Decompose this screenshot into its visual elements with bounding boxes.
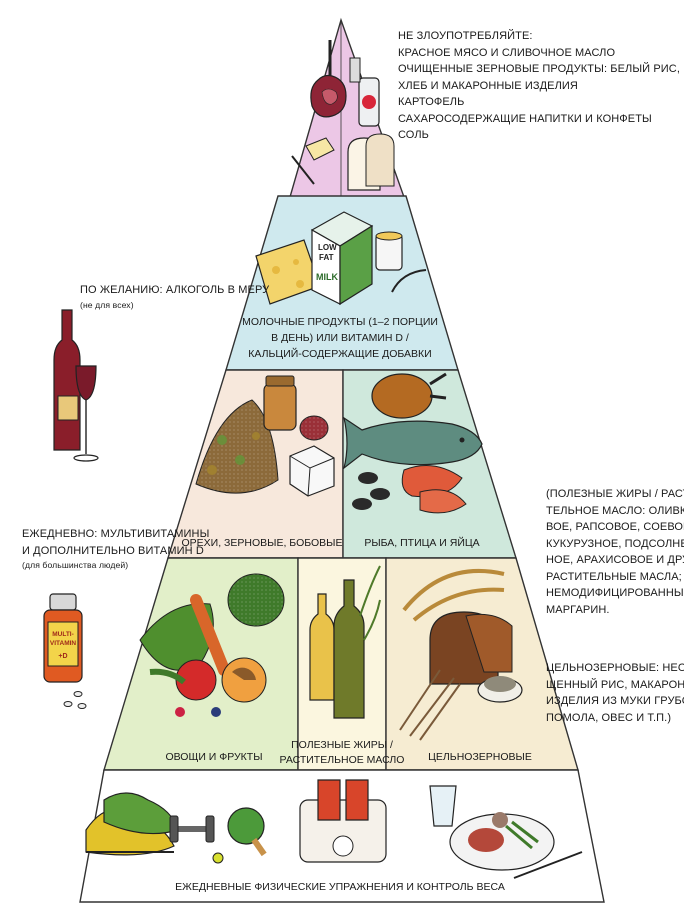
- fats-note: (ПОЛЕЗНЫЕ ЖИРЫ / РАСТИ- ТЕЛЬНОЕ МАСЛО: О…: [546, 486, 684, 618]
- veg-label: ОВОЩИ И ФРУКТЫ: [165, 751, 262, 763]
- top-note-line: КАРТОФЕЛЬ: [398, 94, 680, 111]
- tofu-icon: [290, 446, 334, 496]
- milk-word-text: MILK: [316, 272, 338, 282]
- fats-note-line: КУКУРУЗНОЕ, ПОДСОЛНЕЧ-: [546, 536, 684, 553]
- top-note-heading: НЕ ЗЛОУПОТРЕБЛЯЙТЕ:: [398, 28, 680, 45]
- peanut-butter-jar-icon: [264, 376, 296, 430]
- grains-note-line: ПОМОЛА, ОВЕС И Т.П.): [546, 710, 684, 727]
- vitamin-note: ЕЖЕДНЕВНО: МУЛЬТИВИТАМИНЫ И ДОПОЛНИТЕЛЬН…: [22, 526, 209, 572]
- fats-note-line: (ПОЛЕЗНЫЕ ЖИРЫ / РАСТИ-: [546, 486, 684, 503]
- red-beans-icon: [300, 416, 328, 440]
- water-glass-icon: [430, 786, 456, 826]
- top-note-line: ХЛЕБ И МАКАРОННЫЕ ИЗДЕЛИЯ: [398, 78, 680, 95]
- fats-note-line: ТЕЛЬНОЕ МАСЛО: ОЛИВКО-: [546, 503, 684, 520]
- dairy-label-line2: В ДЕНЬ) ИЛИ ВИТАМИН D /: [271, 332, 409, 344]
- top-note-line: ОЧИЩЕННЫЕ ЗЕРНОВЫЕ ПРОДУКТЫ: БЕЛЫЙ РИС,: [398, 61, 680, 78]
- grains-label: ЦЕЛЬНОЗЕРНОВЫЕ: [428, 751, 532, 763]
- milk-low-text: LOW: [318, 243, 337, 252]
- multivitamin-bottle-illustration: MULTI- VITAMIN +D: [44, 594, 86, 709]
- vitamin-note-line2: И ДОПОЛНИТЕЛЬНО ВИТАМИН D: [22, 543, 209, 560]
- fats-note-line: ВОЕ, РАПСОВОЕ, СОЕВОЕ,: [546, 519, 684, 536]
- white-bread-icon: [348, 134, 394, 190]
- milk-carton-icon: LOW FAT MILK: [312, 212, 372, 304]
- fats-note-line: МАРГАРИН.: [546, 602, 684, 619]
- vitamin-note-line3: (для большинства людей): [22, 559, 209, 572]
- fish-label: РЫБА, ПТИЦА И ЯЙЦА: [364, 536, 479, 549]
- oils-label-line2: РАСТИТЕЛЬНОЕ МАСЛО: [280, 754, 405, 766]
- grains-note-line: ЦЕЛЬНОЗЕРНОВЫЕ: НЕОЧИ-: [546, 660, 684, 677]
- dairy-label-line1: МОЛОЧНЫЕ ПРОДУКТЫ (1–2 ПОРЦИИ: [242, 316, 438, 328]
- vitamin-vitamin-text: VITAMIN: [50, 640, 77, 647]
- fats-note-line: РАСТИТЕЛЬНЫЕ МАСЛА;: [546, 569, 684, 586]
- vitamin-d-text: +D: [58, 653, 67, 660]
- grains-note-line: ИЗДЕЛИЯ ИЗ МУКИ ГРУБОГО: [546, 693, 684, 710]
- tier-protein: ОРЕХИ, ЗЕРНОВЫЕ, БОБОВЫЕ РЫБА, ПТИЦА И Я…: [168, 370, 516, 558]
- fats-note-line: НОЕ, АРАХИСОВОЕ И ДРУГИЕ: [546, 552, 684, 569]
- oils-label-line1: ПОЛЕЗНЫЕ ЖИРЫ /: [291, 739, 393, 751]
- tier-plants: ОВОЩИ И ФРУКТЫ ПОЛЕЗНЫЕ ЖИРЫ / РАСТИТЕЛЬ…: [104, 558, 578, 770]
- grains-note: ЦЕЛЬНОЗЕРНОВЫЕ: НЕОЧИ- ЩЕННЫЙ РИС, МАКАР…: [546, 660, 684, 726]
- vitamin-multi-text: MULTI-: [52, 631, 74, 638]
- alcohol-note-line2: (не для всех): [80, 299, 269, 312]
- vitamin-note-line1: ЕЖЕДНЕВНО: МУЛЬТИВИТАМИНЫ: [22, 526, 209, 543]
- top-note: НЕ ЗЛОУПОТРЕБЛЯЙТЕ: КРАСНОЕ МЯСО И СЛИВО…: [398, 28, 680, 144]
- alcohol-note-line1: ПО ЖЕЛАНИЮ: АЛКОГОЛЬ В МЕРУ: [80, 282, 269, 299]
- grains-note-line: ЩЕННЫЙ РИС, МАКАРОННЫЕ: [546, 677, 684, 694]
- tier-exercise: ЕЖЕДНЕВНЫЕ ФИЗИЧЕСКИЕ УПРАЖНЕНИЯ И КОНТР…: [80, 770, 604, 902]
- top-note-line: КРАСНОЕ МЯСО И СЛИВОЧНОЕ МАСЛО: [398, 45, 680, 62]
- alcohol-illustration: [54, 310, 98, 461]
- milk-fat-text: FAT: [319, 253, 334, 262]
- fats-note-line: НЕМОДИФИЦИРОВАННЫЙ: [546, 585, 684, 602]
- exercise-label: ЕЖЕДНЕВНЫЕ ФИЗИЧЕСКИЕ УПРАЖНЕНИЯ И КОНТР…: [175, 881, 505, 893]
- top-note-line: САХАРОСОДЕРЖАЩИЕ НАПИТКИ И КОНФЕТЫ: [398, 111, 680, 128]
- dairy-label-line3: КАЛЬЦИЙ-СОДЕРЖАЩИЕ ДОБАВКИ: [248, 347, 431, 360]
- tier-top-limit: [290, 20, 404, 197]
- top-note-line: СОЛЬ: [398, 127, 680, 144]
- alcohol-note: ПО ЖЕЛАНИЮ: АЛКОГОЛЬ В МЕРУ (не для всех…: [80, 282, 269, 312]
